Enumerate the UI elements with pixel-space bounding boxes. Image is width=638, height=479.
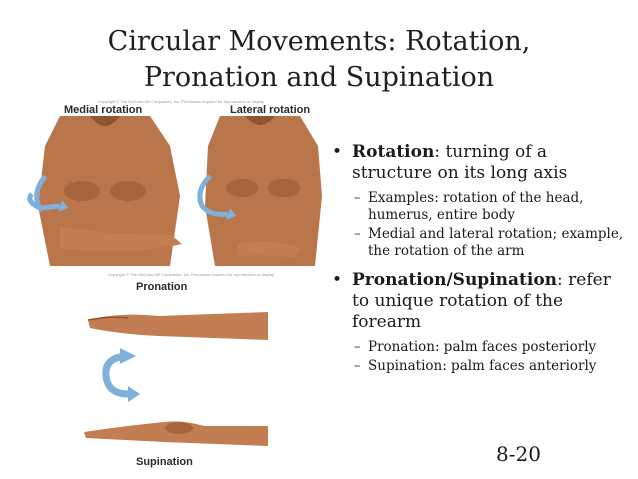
sub-bullet: Supination: palm faces anteriorly (330, 358, 630, 375)
bullet-pronation-supination: Pronation/Supination: refer to unique ro… (330, 270, 630, 333)
medial-rotation-label: Medial rotation (64, 104, 143, 116)
medial-rotation-photo (20, 116, 190, 268)
lateral-rotation-label: Lateral rotation (230, 104, 311, 116)
sub-bullet: Medial and lateral rotation; example, th… (330, 226, 630, 260)
rotation-arrow-icon (102, 348, 140, 402)
pronation-label: Pronation (136, 281, 188, 293)
bullet-text: : turning of a structure on its long axi… (352, 142, 568, 183)
supination-label: Supination (136, 456, 193, 468)
bullet-list: Rotation: turning of a structure on its … (330, 142, 630, 377)
copyright-text-bottom: Copyright © The McGraw-Hill Companies, I… (108, 272, 275, 277)
pronation-forearm-photo (88, 312, 268, 340)
sub-bullet: Pronation: palm faces posteriorly (330, 339, 630, 356)
lateral-rotation-photo (190, 116, 330, 268)
title-line-1: Circular Movements: Rotation, (107, 26, 531, 57)
bullet-term: Pronation/Supination (352, 270, 558, 290)
supination-forearm-photo (84, 421, 268, 446)
bullet-text: : refer to unique rotation of the forear… (352, 270, 611, 332)
title-line-2: Pronation and Supination (143, 62, 495, 93)
copyright-text-top: Copyright © The McGraw-Hill Companies, I… (98, 99, 265, 104)
sub-bullet: Examples: rotation of the head, humerus,… (330, 190, 630, 224)
bullet-term: Rotation (352, 142, 435, 162)
slide-number: 8-20 (496, 442, 541, 466)
slide-title: Circular Movements: Rotation, Pronation … (0, 24, 638, 96)
bullet-rotation: Rotation: turning of a structure on its … (330, 142, 630, 184)
